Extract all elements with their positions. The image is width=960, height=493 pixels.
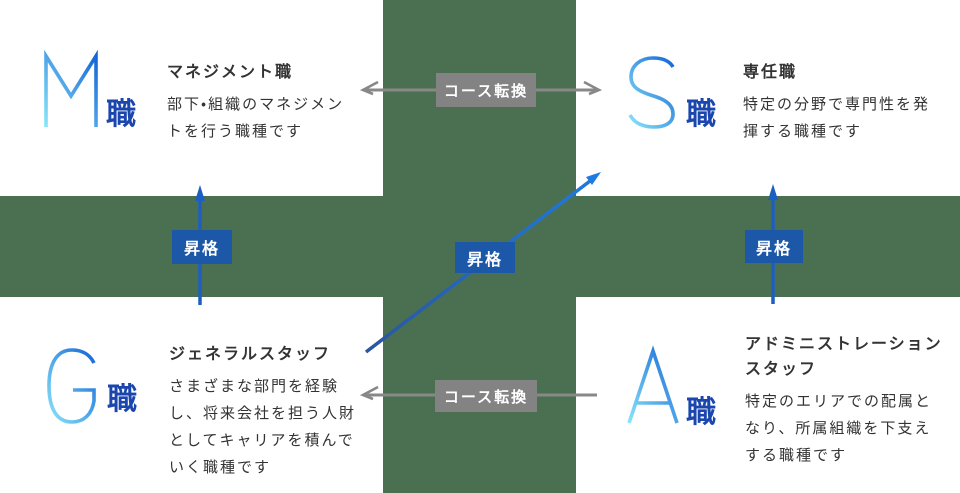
promotion-label-a-to-s: 昇格 [745, 230, 803, 263]
desc-line: 特定の分野で専門性を発 [743, 96, 931, 113]
m-title: マネジメント職 [167, 60, 377, 85]
title-line: ジェネラルスタッフ [169, 346, 332, 363]
a-title: アドミニストレーション スタッフ [745, 332, 960, 382]
g-title: ジェネラルスタッフ [169, 342, 384, 367]
g-description: さまざまな部門を経験 し、将来会社を担う人財 としてキャリアを積んで いく職種で… [169, 373, 384, 481]
letter-s-suffix: 職 [686, 98, 716, 131]
desc-line: なり、所属組織を下支え [745, 420, 932, 437]
title-line: 専任職 [743, 64, 798, 81]
a-description: 特定のエリアでの配属と なり、所属組織を下支え する職種です [745, 388, 960, 469]
desc-line: 揮する職種です [743, 123, 863, 140]
desc-line: し、将来会社を担う人財 [169, 405, 357, 422]
letter-a-graphic [627, 345, 679, 424]
desc-line: トを行う職種です [167, 123, 304, 140]
desc-line: 特定のエリアでの配属と [745, 393, 933, 410]
a-quadrant-text: アドミニストレーション スタッフ 特定のエリアでの配属と なり、所属組織を下支え… [745, 332, 960, 469]
letter-m-graphic [44, 49, 98, 127]
s-description: 特定の分野で専門性を発 揮する職種です [743, 91, 953, 145]
title-line: スタッフ [745, 361, 818, 378]
s-quadrant-text: 専任職 特定の分野で専門性を発 揮する職種です [743, 60, 953, 145]
course-change-label-top: コース転換 [436, 73, 536, 107]
course-change-label-bottom: コース転換 [435, 380, 537, 412]
title-line: アドミニストレーション [745, 336, 943, 353]
promotion-label-g-to-s: 昇格 [455, 242, 515, 273]
desc-line: する職種です [745, 447, 848, 464]
desc-line: さまざまな部門を経験 [169, 378, 340, 395]
title-line: マネジメント職 [167, 64, 294, 81]
desc-line: 部下・組織のマネジメン [167, 96, 345, 113]
letter-g-suffix: 職 [107, 383, 137, 416]
desc-line: としてキャリアを積んで [169, 432, 355, 449]
promotion-label-g-to-m: 昇格 [172, 230, 232, 264]
letter-m-suffix: 職 [106, 98, 136, 131]
desc-line: いく職種です [169, 459, 272, 476]
s-title: 専任職 [743, 60, 953, 85]
letter-s-graphic [628, 56, 675, 129]
m-description: 部下・組織のマネジメン トを行う職種です [167, 91, 377, 145]
g-quadrant-text: ジェネラルスタッフ さまざまな部門を経験 し、将来会社を担う人財 としてキャリア… [169, 342, 384, 481]
letter-a-suffix: 職 [686, 396, 716, 429]
m-quadrant-text: マネジメント職 部下・組織のマネジメン トを行う職種です [167, 60, 377, 145]
letter-g-graphic [47, 348, 96, 424]
